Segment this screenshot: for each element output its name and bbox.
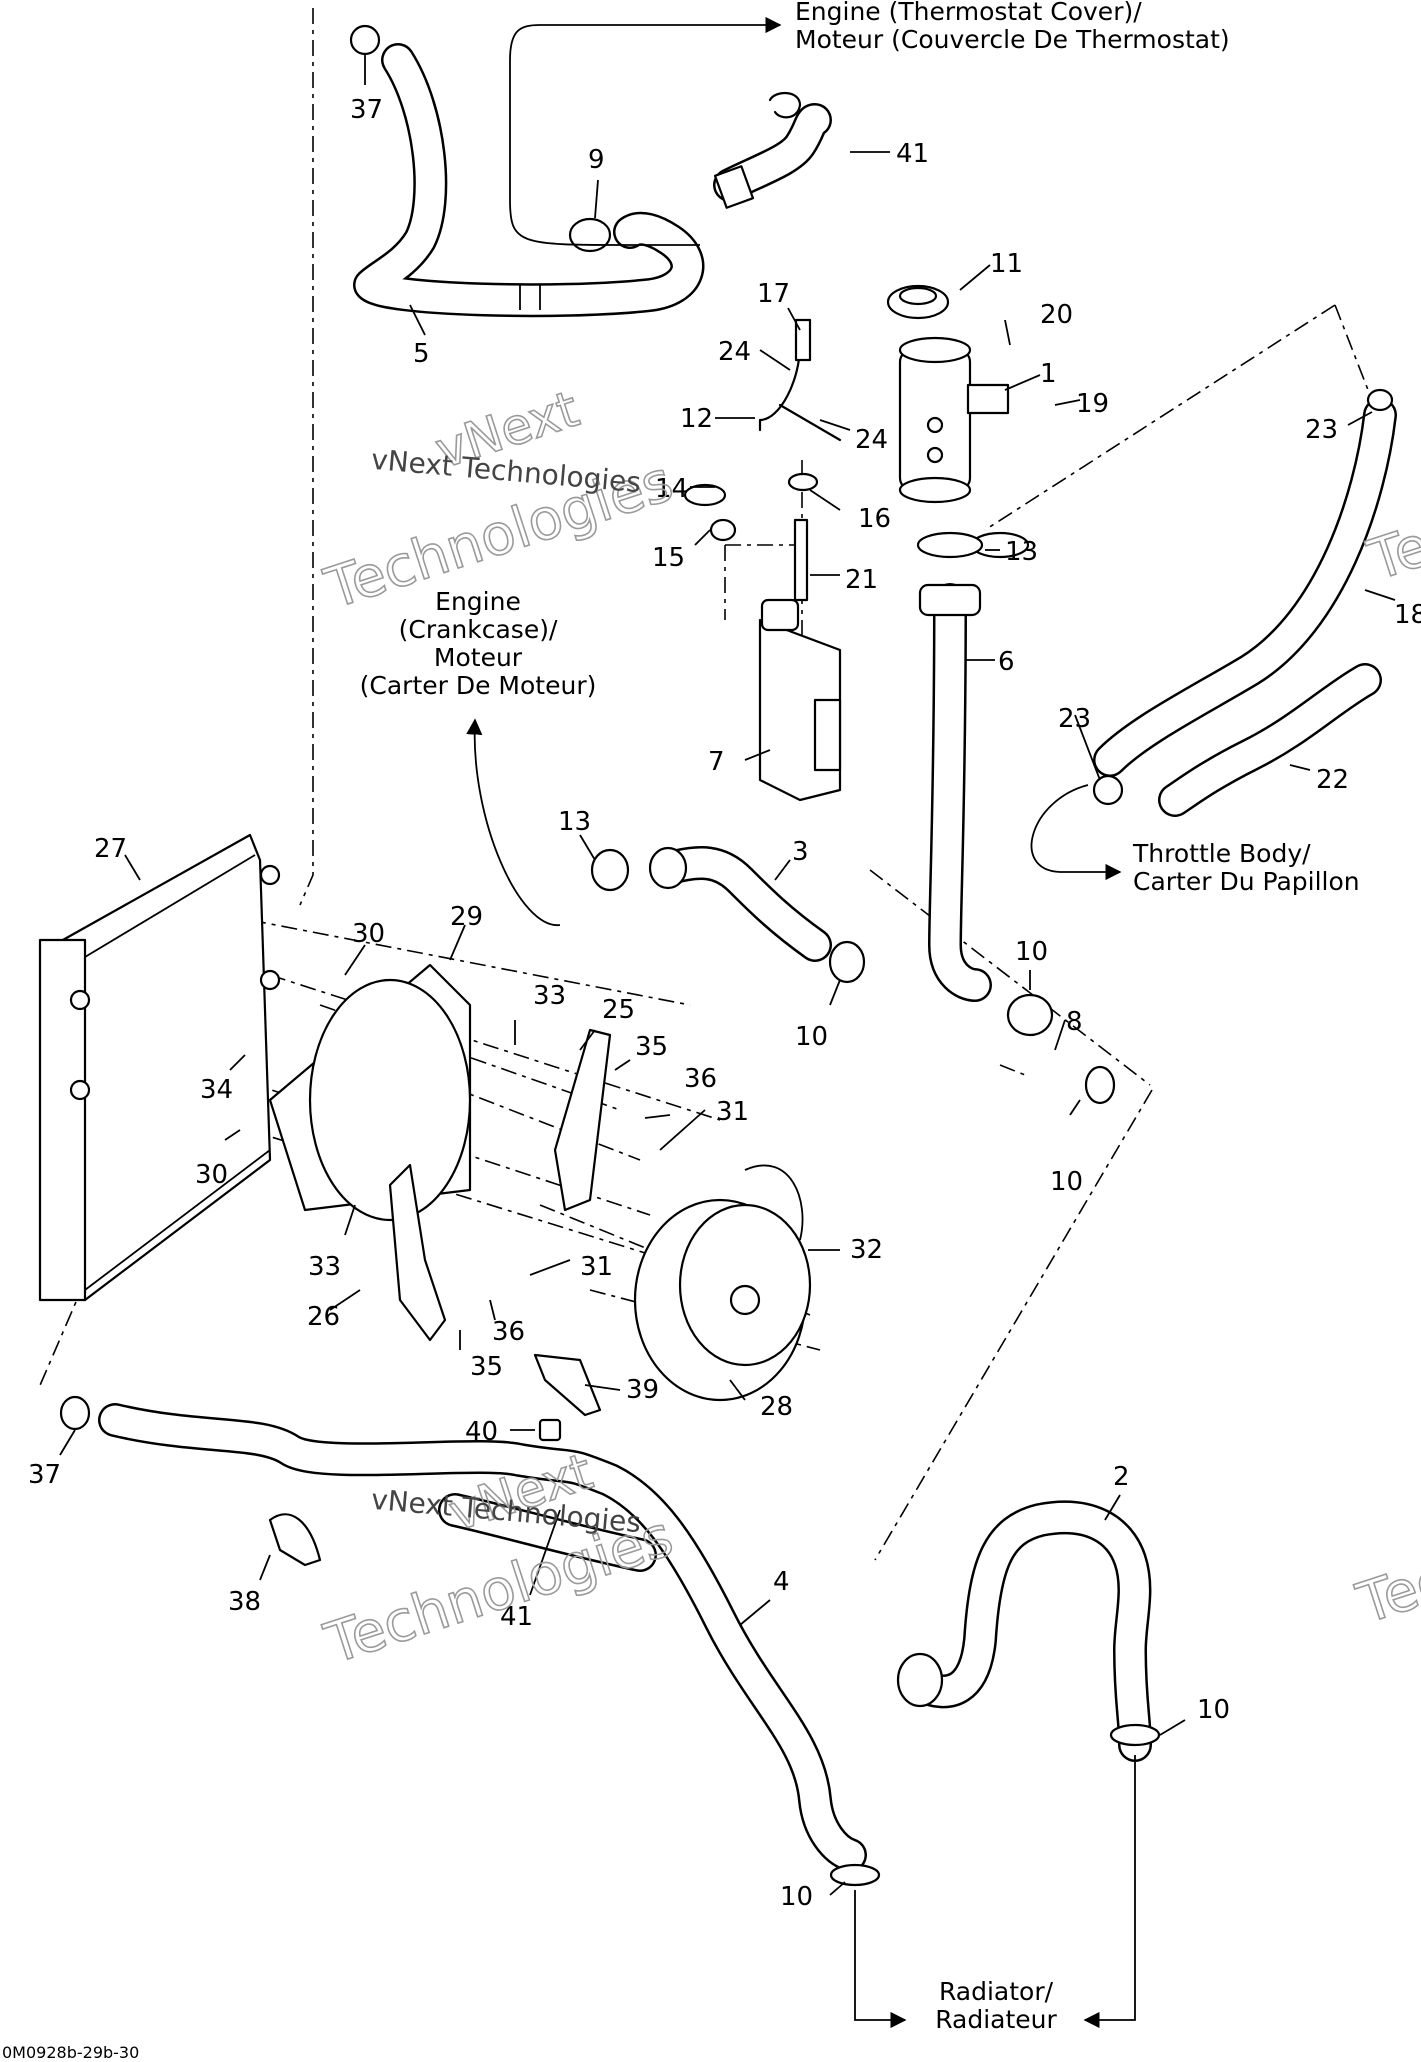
callout-20: 20 xyxy=(1040,300,1073,330)
callout-1: 1 xyxy=(1040,359,1057,389)
bracket-25 xyxy=(553,1028,612,1212)
caption-thermostat-line2: Moteur (Couvercle De Thermostat) xyxy=(795,25,1230,54)
callout-40: 40 xyxy=(465,1417,498,1447)
destination-captions: Engine (Thermostat Cover)/ Moteur (Couve… xyxy=(360,0,1360,2034)
callout-19: 19 xyxy=(1076,389,1109,419)
callout-26: 26 xyxy=(307,1302,340,1332)
clip-38 xyxy=(268,1513,322,1567)
callout-35: 35 xyxy=(470,1352,503,1382)
caption-crankcase-line1: Engine xyxy=(435,587,521,616)
hose-2 xyxy=(896,1500,1152,1762)
clamp-parts xyxy=(59,24,1394,1887)
callout-30: 30 xyxy=(195,1160,228,1190)
fan-shroud-29 xyxy=(268,963,472,1222)
callout-32: 32 xyxy=(850,1235,883,1265)
hose-41-top xyxy=(713,103,832,209)
bracket-26 xyxy=(388,1163,447,1342)
caption-thermostat-line1: Engine (Thermostat Cover)/ xyxy=(795,0,1142,26)
callout-16: 16 xyxy=(858,504,891,534)
callout-9: 9 xyxy=(588,145,605,175)
drawing-code: 0M0928b-29b-30 xyxy=(2,2043,139,2062)
caption-radiator-line1: Radiator/ xyxy=(939,1977,1054,2006)
callout-28: 28 xyxy=(760,1392,793,1422)
hose-3 xyxy=(648,846,832,962)
callout-10: 10 xyxy=(780,1882,813,1912)
coolant-reservoir-1 xyxy=(898,336,1010,504)
callout-35: 35 xyxy=(635,1032,668,1062)
callout-7: 7 xyxy=(708,747,725,777)
callout-5: 5 xyxy=(413,339,430,369)
callout-10: 10 xyxy=(1050,1167,1083,1197)
callout-11: 11 xyxy=(990,249,1023,279)
callout-25: 25 xyxy=(602,995,635,1025)
radiator-cap-11 xyxy=(886,284,950,320)
callout-36: 36 xyxy=(684,1064,717,1094)
hose-22 xyxy=(1158,663,1382,817)
callout-8: 8 xyxy=(1066,1007,1083,1037)
callout-37: 37 xyxy=(350,95,383,125)
caption-crankcase-line3: Moteur xyxy=(434,643,523,672)
callout-23: 23 xyxy=(1305,415,1338,445)
callout-17: 17 xyxy=(757,279,790,309)
callout-41: 41 xyxy=(896,139,929,169)
caption-radiator-line2: Radiateur xyxy=(935,2005,1057,2034)
callout-2: 2 xyxy=(1113,1462,1130,1492)
callout-41: 41 xyxy=(500,1602,533,1632)
callout-24: 24 xyxy=(855,425,888,455)
hose-6 xyxy=(918,583,992,1002)
radiator-27 xyxy=(38,833,281,1302)
hose-18 xyxy=(1093,398,1397,777)
tube-12-17-21 xyxy=(683,318,842,602)
callout-29: 29 xyxy=(450,902,483,932)
callout-36: 36 xyxy=(492,1317,525,1347)
caption-crankcase-line2: (Crankcase)/ xyxy=(399,615,558,644)
callout-18: 18 xyxy=(1394,600,1421,630)
callout-10: 10 xyxy=(1197,1695,1230,1725)
callout-31: 31 xyxy=(716,1097,749,1127)
callout-27: 27 xyxy=(94,834,127,864)
callout-13: 13 xyxy=(558,807,591,837)
callout-33: 33 xyxy=(533,981,566,1011)
callout-24: 24 xyxy=(718,337,751,367)
hose-4 xyxy=(98,1403,867,1872)
callout-34: 34 xyxy=(200,1075,233,1105)
callout-39: 39 xyxy=(626,1375,659,1405)
callout-4: 4 xyxy=(773,1567,790,1597)
callout-38: 38 xyxy=(228,1587,261,1617)
callout-10: 10 xyxy=(795,1022,828,1052)
callout-10: 10 xyxy=(1015,937,1048,967)
callout-6: 6 xyxy=(998,647,1015,677)
leaders xyxy=(59,55,1396,1896)
callout-3: 3 xyxy=(792,837,809,867)
fan-28 xyxy=(633,1164,812,1402)
callout-23: 23 xyxy=(1058,704,1091,734)
callout-12: 12 xyxy=(680,404,713,434)
callout-37: 37 xyxy=(28,1460,61,1490)
callout-labels: 37 5 9 41 11 20 17 24 1 12 24 19 23 14 1… xyxy=(28,95,1421,1912)
caption-crankcase-line4: (Carter De Moteur) xyxy=(360,671,597,700)
callout-14: 14 xyxy=(655,474,688,504)
callout-33: 33 xyxy=(308,1252,341,1282)
callout-15: 15 xyxy=(652,543,685,573)
hose-5 xyxy=(353,43,705,318)
callout-21: 21 xyxy=(845,565,878,595)
caption-throttle-line2: Carter Du Papillon xyxy=(1133,867,1360,896)
callout-30: 30 xyxy=(352,919,385,949)
destination-arrows xyxy=(466,16,1136,2029)
bracket-39-bolt-40 xyxy=(533,1353,602,1442)
callout-22: 22 xyxy=(1316,765,1349,795)
caption-throttle-line1: Throttle Body/ xyxy=(1132,839,1311,868)
hose-41-bottom xyxy=(438,1493,657,1572)
callout-13: 13 xyxy=(1005,537,1038,567)
callout-31: 31 xyxy=(580,1252,613,1282)
watermark-technologies-right-bottom: Technologies xyxy=(1349,1464,1421,1637)
overflow-tank-7 xyxy=(758,598,842,802)
